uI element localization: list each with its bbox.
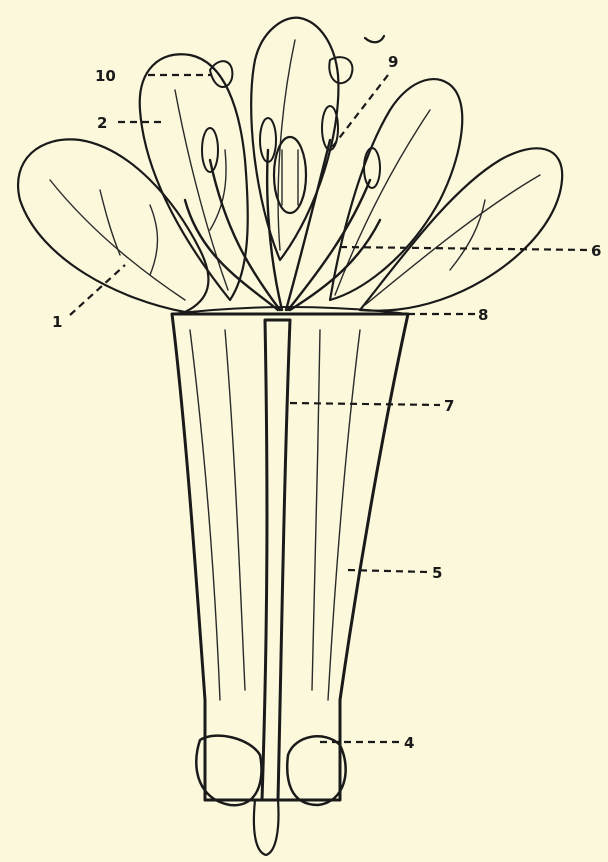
base-ovary — [196, 736, 345, 855]
petals — [18, 18, 562, 312]
corolla-tube — [172, 307, 408, 800]
leader-lines — [70, 75, 590, 742]
label-6: 6 — [591, 242, 601, 260]
label-8: 8 — [478, 306, 488, 324]
style — [262, 320, 290, 800]
petal-right — [360, 148, 562, 310]
label-4: 4 — [404, 734, 414, 752]
label-2: 2 — [97, 114, 107, 132]
label-1: 1 — [52, 313, 62, 331]
petal-upper-right — [330, 79, 462, 300]
stamens — [185, 36, 384, 310]
label-7: 7 — [444, 397, 454, 415]
tube-body — [172, 314, 408, 800]
label-9: 9 — [388, 53, 398, 71]
label-5: 5 — [432, 564, 442, 582]
label-10: 10 — [95, 67, 116, 85]
